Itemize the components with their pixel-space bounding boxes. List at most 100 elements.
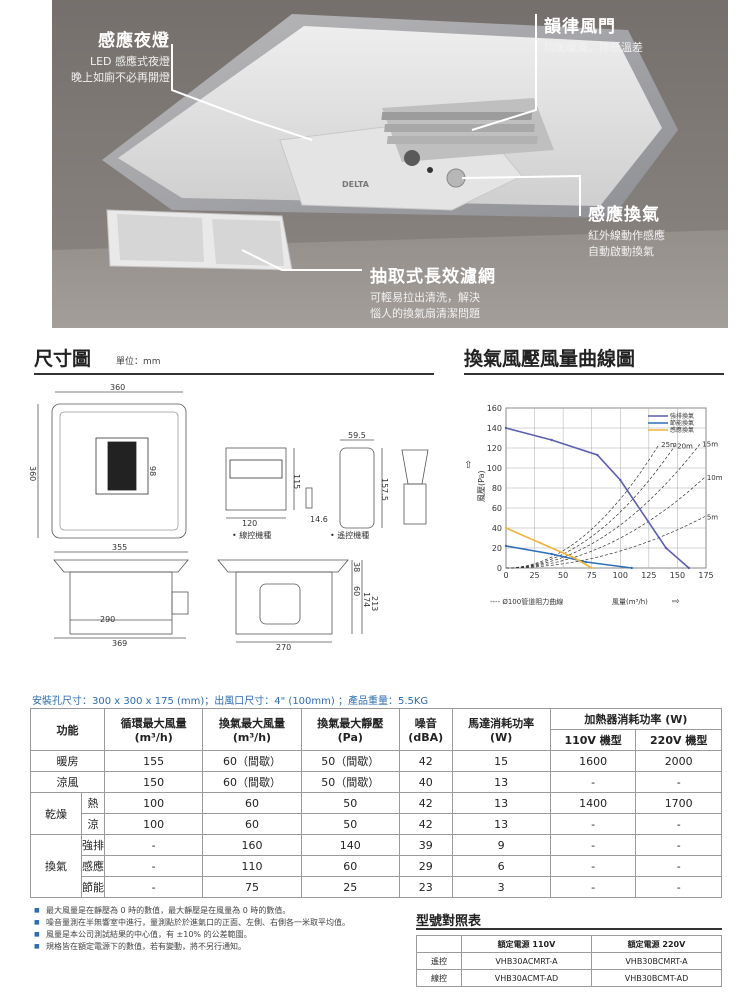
filter-drawer: [106, 209, 293, 271]
callout-title: 感應夜燈: [98, 31, 170, 51]
dim-h38: 38: [352, 562, 361, 572]
spec-table: 功能 循環最大風量(m³/h) 換氣最大風量(m³/h) 換氣最大靜壓(Pa) …: [30, 708, 723, 898]
cell-noise: 23: [398, 876, 453, 898]
chart-series: [504, 426, 691, 570]
y-axis-label: 風壓(Pa): [477, 470, 486, 502]
top-view-outline: [51, 403, 187, 539]
dim-side-height: 360: [30, 466, 37, 481]
group-vent: 換氣: [30, 834, 82, 898]
row-label: 暖房: [30, 750, 105, 772]
table-row: 線控 VHB30ACMT-AD VHB30BCMT-AD: [416, 969, 723, 987]
note-item: 噪音量測在半無響室中進行，量測點於於進氣口的正面、左側、右側各一米取平均值。: [34, 917, 414, 929]
cell-circ: 155: [103, 750, 204, 772]
cell-press: 25: [300, 876, 400, 898]
callout-title: 抽取式長效濾網: [370, 267, 496, 287]
y-tick-label: 40: [492, 524, 502, 533]
table-row: 涼風 150 60（間歇） 50（間歇） 40 13 - -: [30, 771, 722, 793]
dim-h60: 60: [352, 586, 361, 596]
row-label: 節能: [81, 876, 105, 898]
cell-noise: 42: [398, 750, 453, 772]
pipe-curve-20m: [506, 445, 676, 569]
cell-press: 50: [300, 792, 400, 814]
series-point: [687, 566, 691, 570]
th-vent-label: 換氣最大風量: [218, 717, 285, 730]
th-vent: 換氣最大風量(m³/h): [202, 708, 302, 751]
model-th-110v: 額定電源 110V: [461, 935, 592, 953]
callout-line-filter: [241, 249, 362, 271]
th-func: 功能: [30, 708, 105, 751]
callout-title: 韻律風門: [544, 17, 616, 37]
y-tick-label: 0: [497, 564, 502, 573]
cell-h110: 1600: [549, 750, 637, 772]
model-th-220v: 額定電源 220V: [590, 935, 723, 953]
callout-title: 感應換氣: [588, 205, 660, 225]
cell-circ: -: [103, 834, 204, 856]
cell-h110: 1400: [549, 792, 637, 814]
callout-desc: 紅外線動作感應: [588, 229, 665, 242]
pipe-curve-15m: [506, 443, 701, 569]
cell-motor: 3: [451, 876, 551, 898]
y-tick-label: 160: [487, 404, 502, 413]
model-table: 額定電源 110V 額定電源 220V 遙控 VHB30ACMRT-A VHB3…: [416, 935, 723, 987]
legend-label: 感應換氣: [670, 426, 694, 434]
cell-circ: 100: [103, 792, 204, 814]
cell-vent: 60: [202, 813, 302, 835]
table-row: 乾燥 熱 100 60 50 42 13 1400 1700: [30, 792, 722, 835]
dim-panel-height: 98: [148, 466, 157, 476]
series-line-2: [505, 545, 632, 569]
th-motor: 馬達消耗功率(W): [451, 708, 551, 751]
y-tick-label: 60: [492, 504, 502, 513]
series-point: [584, 560, 588, 564]
model-rule: [416, 928, 722, 930]
x-tick-label: 50: [558, 571, 568, 580]
dimension-rule: [34, 373, 434, 375]
cell-noise: 29: [398, 855, 453, 877]
brand-logo: DELTA: [342, 180, 370, 189]
x-tick-label: 0: [503, 571, 508, 580]
cell-motor: 15: [451, 750, 551, 772]
cell-h220: -: [635, 855, 722, 877]
pipe-note: ---- Ø100管道阻力曲線: [490, 597, 563, 606]
pipe-curve-5m: [506, 516, 706, 569]
callout-desc: 自動啟動換氣: [588, 245, 654, 258]
callout-desc: 惱人的換氣扇清潔問題: [370, 307, 480, 320]
callout-line-sensor: [461, 174, 581, 216]
dim-wired-width: 120: [242, 519, 257, 528]
note-item: 規格皆在額定電源下的數值，若有變動，將不另行通知。: [34, 941, 414, 953]
row-label: 涼風: [30, 771, 105, 793]
cell-h110: -: [549, 876, 637, 898]
series-point: [619, 478, 622, 482]
cell-circ: 100: [103, 813, 204, 835]
y-tick-label: 140: [487, 424, 502, 433]
dim-h213: 213: [370, 596, 379, 611]
heater-illustration: DELTA: [52, 0, 728, 271]
callout-desc: 晚上如廁不必再開燈: [71, 71, 170, 84]
pipe-label: 25m: [661, 441, 677, 449]
th-noise-label: 噪音: [414, 717, 437, 730]
row-label: 熱: [81, 792, 105, 814]
cell-circ: -: [103, 876, 204, 898]
th-circ: 循環最大風量(m³/h): [103, 708, 204, 751]
cell-press: 60: [300, 855, 400, 877]
model-type: 線控: [416, 969, 462, 987]
cell-noise: 39: [398, 834, 453, 856]
series-line-1: [505, 427, 690, 569]
dimension-unit: 單位：mm: [116, 357, 161, 367]
th-motor-label: 馬達消耗功率: [468, 717, 535, 730]
table-row: 感應 - 110 60 29 6 - -: [31, 855, 722, 877]
notes-list: 最大風量是在靜壓為 0 時的數值，最大靜壓是在風量為 0 時的數值。 噪音量測在…: [34, 905, 414, 953]
th-heater: 加熱器消耗功率 (W): [549, 708, 723, 730]
series-point: [664, 546, 668, 550]
table-row: 換氣 強排 - 160 140 39 9 - -: [30, 834, 722, 898]
legend-label: 強排換氣: [670, 412, 694, 420]
series-point: [504, 526, 508, 530]
arrow-right-icon: ⇨: [672, 597, 680, 607]
th-circ-label: 循環最大風量: [120, 717, 187, 730]
cell-vent: 60: [202, 792, 302, 814]
cell-h220: 1700: [635, 792, 722, 814]
cell-circ: -: [103, 855, 204, 877]
cell-h220: -: [635, 876, 722, 898]
th-vent-unit: (m³/h): [232, 731, 272, 744]
